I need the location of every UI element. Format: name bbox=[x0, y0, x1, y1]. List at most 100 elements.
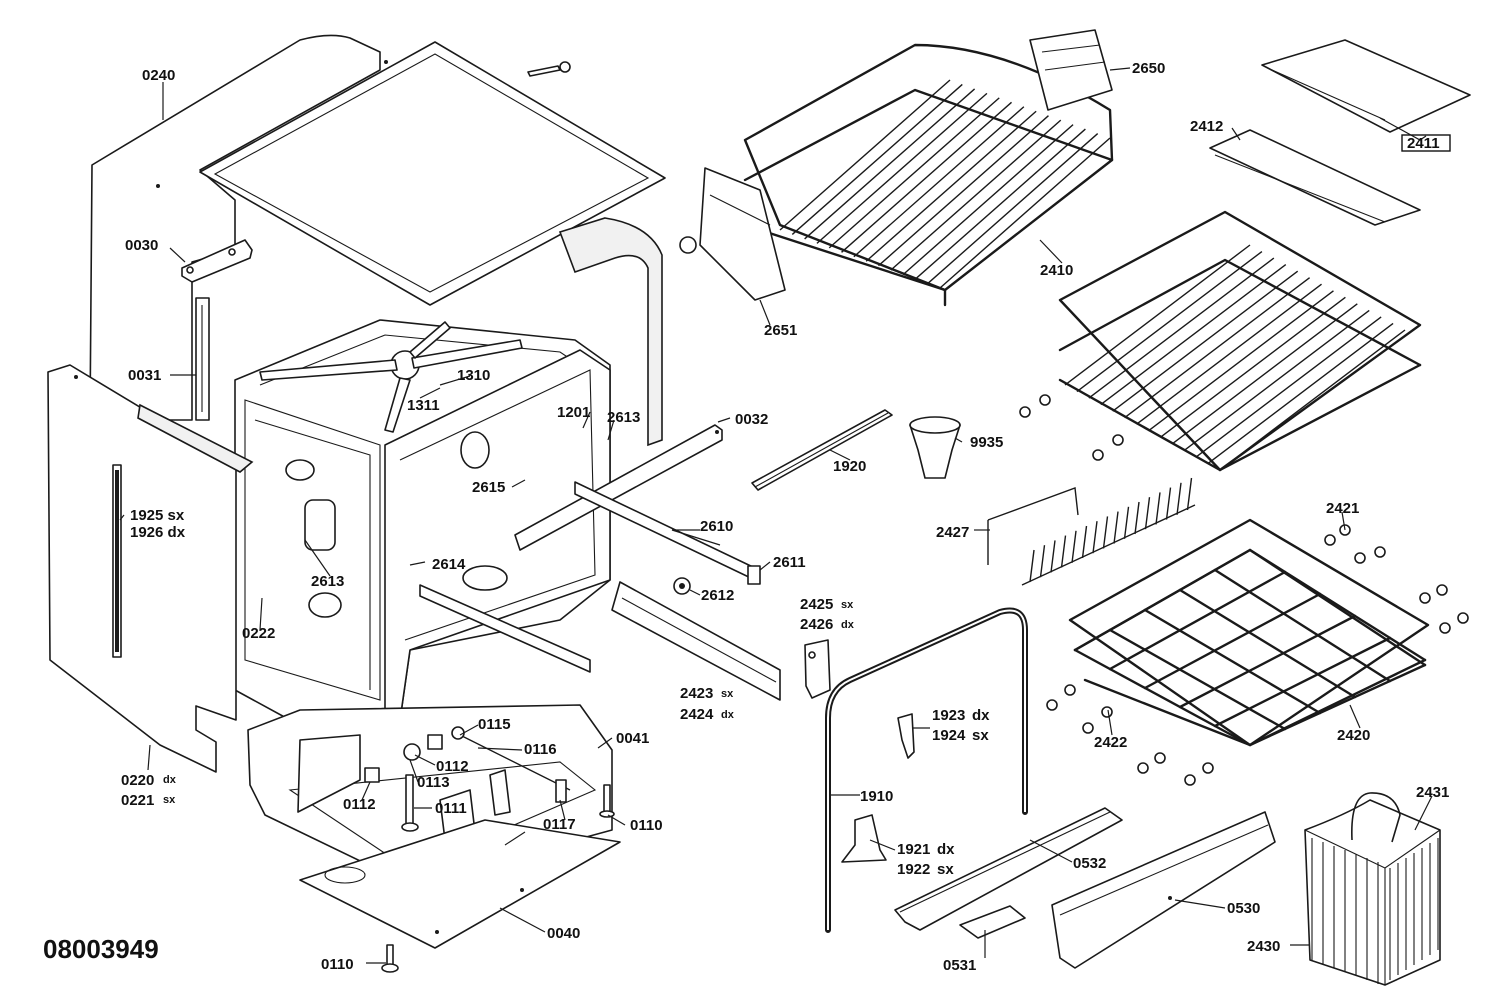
profile-0532 bbox=[894, 807, 1123, 931]
callout-labels: 0240 0030 0031 1310 1311 1201 2613 0032 … bbox=[43, 60, 1449, 974]
strip-1920 bbox=[751, 409, 893, 491]
basket-rib bbox=[927, 133, 1099, 285]
wheel-or-screw bbox=[1112, 434, 1124, 446]
side-panel-0220 bbox=[47, 364, 254, 773]
basket-grid-wire bbox=[1143, 592, 1322, 690]
wheel-or-screw bbox=[1419, 592, 1431, 604]
profile-0530 bbox=[1051, 811, 1276, 969]
tub-body bbox=[234, 319, 611, 721]
basket-rib bbox=[1088, 257, 1275, 399]
rail-0031 bbox=[195, 297, 210, 421]
callout-2426: 2426 bbox=[800, 616, 833, 633]
callout-1920: 1920 bbox=[833, 458, 866, 475]
callout-1923-suffix: dx bbox=[972, 707, 990, 724]
callout-0220: 0220 bbox=[121, 772, 154, 789]
callout-0030: 0030 bbox=[125, 237, 158, 254]
callout-2424-suffix: dx bbox=[721, 709, 735, 721]
basket-rib bbox=[1207, 322, 1394, 465]
feet-and-hoses bbox=[364, 726, 615, 973]
drawing-number: 08003949 bbox=[43, 934, 159, 964]
basket-rib bbox=[1124, 277, 1311, 419]
basket-rib bbox=[779, 79, 951, 231]
small-clips-1923-1921 bbox=[841, 713, 915, 863]
wheel-or-screw bbox=[1019, 406, 1031, 418]
base-tray-0040 bbox=[299, 819, 621, 949]
basket-grid-wire bbox=[1073, 648, 1252, 747]
callout-2431: 2431 bbox=[1416, 784, 1449, 801]
basket-rib bbox=[902, 124, 1074, 276]
callout-2424: 2424 bbox=[680, 706, 714, 723]
basket-rib bbox=[853, 106, 1025, 258]
wheel-or-screw bbox=[1202, 762, 1214, 774]
upper-basket-2410 bbox=[743, 43, 1114, 307]
wheel-or-screw bbox=[1137, 762, 1149, 774]
tine-section-2650 bbox=[1029, 29, 1113, 111]
callout-0032: 0032 bbox=[735, 411, 768, 428]
callout-2425-suffix: sx bbox=[841, 599, 854, 611]
callout-0115: 0115 bbox=[478, 716, 511, 733]
basket-rib bbox=[1171, 303, 1358, 445]
tine bbox=[1050, 540, 1056, 573]
callout-2613-lower: 2613 bbox=[311, 573, 344, 590]
tine bbox=[1113, 511, 1119, 544]
basket-rib bbox=[1064, 244, 1251, 386]
callout-2614: 2614 bbox=[432, 556, 466, 573]
basket-grid-wire bbox=[1178, 588, 1357, 699]
basket-grid-wire bbox=[1178, 614, 1357, 709]
callout-1922: 1922 bbox=[897, 861, 930, 878]
screws-and-wheels bbox=[1019, 394, 1469, 786]
worktop-panel bbox=[199, 41, 666, 306]
tine bbox=[1123, 506, 1130, 539]
callout-2412: 2412 bbox=[1190, 118, 1223, 135]
tine bbox=[1165, 487, 1172, 520]
callout-2427: 2427 bbox=[936, 524, 969, 541]
basket-rib bbox=[1159, 296, 1346, 438]
callout-2651: 2651 bbox=[764, 322, 797, 339]
profile-0531 bbox=[959, 905, 1026, 939]
callout-2613-upper: 2613 bbox=[607, 409, 640, 426]
callout-0532: 0532 bbox=[1073, 855, 1106, 872]
tine bbox=[1081, 525, 1088, 559]
tine bbox=[1144, 497, 1151, 530]
callout-1924: 1924 bbox=[932, 727, 966, 744]
callout-2423: 2423 bbox=[680, 685, 713, 702]
callout-2420: 2420 bbox=[1337, 727, 1370, 744]
callout-2425: 2425 bbox=[800, 596, 833, 613]
basket-rib bbox=[804, 88, 976, 240]
wheel-or-screw bbox=[1457, 612, 1469, 624]
callout-2612: 2612 bbox=[701, 587, 734, 604]
callout-0221: 0221 bbox=[121, 792, 154, 809]
tine-rack-2427 bbox=[987, 477, 1196, 586]
callout-0111: 0111 bbox=[435, 800, 467, 817]
basket-rib bbox=[1183, 309, 1370, 451]
tine bbox=[1060, 535, 1067, 568]
basket-rib bbox=[877, 115, 1049, 267]
callout-0110-right: 0110 bbox=[630, 817, 663, 834]
basket-rib bbox=[1136, 283, 1322, 425]
cup-9935 bbox=[909, 416, 961, 479]
middle-basket bbox=[1058, 210, 1422, 472]
screw-top bbox=[527, 61, 571, 77]
callout-0040: 0040 bbox=[547, 925, 580, 942]
basket-grid-wire bbox=[1108, 570, 1287, 671]
rail-0032-and-2610 bbox=[419, 424, 761, 673]
basket-rib bbox=[890, 119, 1062, 271]
callout-1311: 1311 bbox=[407, 397, 440, 414]
tine bbox=[1029, 549, 1035, 583]
callout-1921-suffix: dx bbox=[937, 841, 955, 858]
callout-2430: 2430 bbox=[1247, 938, 1280, 955]
callout-1922-suffix: sx bbox=[937, 861, 954, 878]
callout-2610: 2610 bbox=[700, 518, 733, 535]
filter-strip-2612 bbox=[611, 577, 781, 701]
callout-2421: 2421 bbox=[1326, 500, 1359, 517]
wheel-or-screw bbox=[1374, 546, 1386, 558]
tine bbox=[1186, 477, 1193, 511]
basket-rail-2651 bbox=[679, 167, 786, 301]
cutlery-basket-2430 bbox=[1304, 792, 1441, 986]
basket-rib bbox=[1112, 270, 1299, 412]
callout-2615: 2615 bbox=[472, 479, 505, 496]
callout-0110-bottom: 0110 bbox=[321, 956, 354, 973]
tine bbox=[1134, 501, 1140, 535]
